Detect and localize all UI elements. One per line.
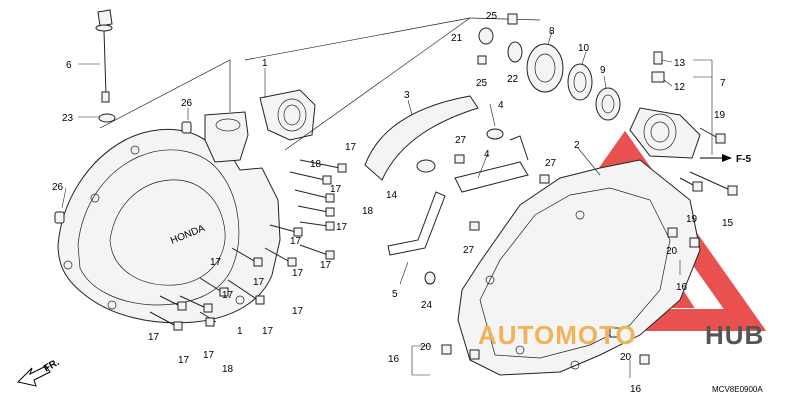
grommet-14 [416,159,436,173]
dowel-pin-left [54,211,65,224]
callout-17-n: 17 [203,350,215,361]
callout-4-top: 4 [498,100,504,111]
callout-26-top: 26 [181,98,193,109]
callout-27-a: 27 [455,135,467,146]
callout-17-e: 17 [320,260,332,271]
callout-6: 6 [66,60,72,71]
right-crankcase-cover-2 [457,159,701,376]
callout-17-f: 17 [210,257,222,268]
callout-14: 14 [386,190,398,201]
dowel-pin-upper [181,121,192,134]
callout-17-i: 17 [292,306,304,317]
callout-17-a: 17 [345,142,357,153]
chain-guide-3 [364,95,479,181]
callout-17-c: 17 [336,222,348,233]
callout-18-c: 18 [222,364,234,375]
callout-21: 21 [451,33,463,44]
callout-19-a: 19 [714,110,726,121]
callout-3: 3 [404,90,410,101]
callout-18-a: 18 [310,159,322,170]
watermark-hub: HUB [705,320,764,350]
callout-24: 24 [421,300,433,311]
grommet-24 [424,271,436,285]
leader-lines [61,31,713,378]
callout-17-k: 17 [222,290,234,301]
callout-9: 9 [600,65,606,76]
pin-25-mid [477,55,487,65]
callout-22: 22 [507,74,519,85]
watermark-text: AUTOMOTO HUB [478,320,764,350]
seal-9 [595,87,621,121]
callout-17-h: 17 [292,268,304,279]
f5-label: F-5 [736,154,751,165]
callout-27-c: 27 [463,245,475,256]
diagram-code: MCV8E0900A [712,385,763,394]
callout-17-g: 17 [253,277,265,288]
callout-15: 15 [722,218,734,229]
bolts-27 [454,154,550,231]
bracket-4 [454,161,529,193]
callout-10: 10 [578,43,590,54]
assembly-guide-lines [99,17,541,151]
callout-26-left: 26 [52,182,64,193]
cover-assembly-7 [629,107,701,159]
callout-numbers: 6 23 26 26 1 17 18 17 18 17 17 17 17 17 … [52,11,734,395]
bearing-8 [526,43,564,93]
callout-1-top: 1 [262,58,268,69]
callout-20-a: 20 [666,246,678,257]
long-bolts-right [441,127,738,365]
bracket-5 [387,191,446,256]
seal-10 [567,63,593,101]
o-ring-23 [98,113,116,123]
left-crankcase-cover: HONDA [57,128,281,324]
callout-18-b: 18 [362,206,374,217]
callout-20-c: 20 [620,352,632,363]
bracket-4-tab [509,135,529,161]
pin-25-top [507,13,518,25]
callout-13: 13 [674,58,686,69]
callout-17-b: 17 [330,184,342,195]
front-direction-arrow: FR. [17,357,62,387]
callout-2: 2 [574,140,580,151]
callout-16-left: 16 [388,354,400,365]
callout-25-mid: 25 [476,78,488,89]
front-label: FR. [42,357,62,375]
washer-21 [478,27,494,45]
callout-8: 8 [549,26,555,37]
washer-22 [507,41,523,63]
callout-17-m: 17 [178,355,190,366]
watermark-automoto: AUTOMOTO [478,320,637,350]
callout-17-d: 17 [290,236,302,247]
callout-23: 23 [62,113,74,124]
callout-19-b: 19 [686,214,698,225]
bolt-set-left [149,159,347,331]
cover-housing-1 [204,89,316,163]
callout-16-bottom: 16 [630,384,642,395]
callout-5: 5 [392,289,398,300]
callout-16-right: 16 [676,282,688,293]
callout-4-mid: 4 [484,149,490,160]
callout-12: 12 [674,82,686,93]
callout-17-j: 17 [262,326,274,337]
callout-27-b: 27 [545,158,557,169]
callout-20-b: 20 [420,342,432,353]
callout-17-l: 17 [148,332,160,343]
callout-25-top: 25 [486,11,498,22]
f5-direction-arrow: F-5 [700,154,751,165]
breather-fitting-13 [651,51,665,83]
grommet-4 [486,128,504,140]
oil-dipstick [95,9,113,103]
callout-1-bottom: 1 [237,326,243,337]
callout-7: 7 [720,78,726,89]
